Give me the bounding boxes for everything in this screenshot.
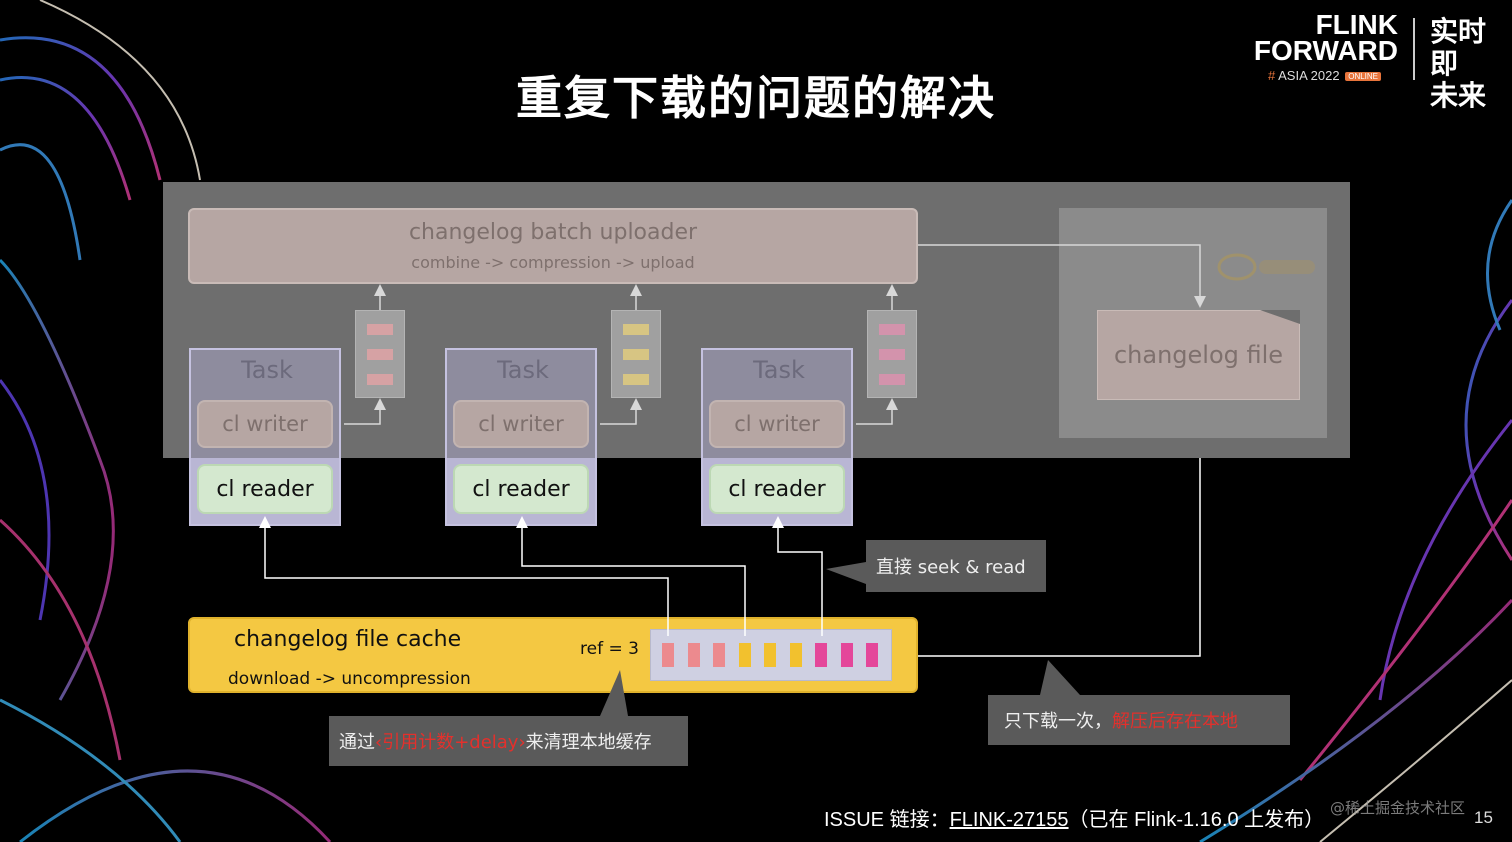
cl-writer-2: cl writer: [453, 400, 589, 448]
slide-title: 重复下载的问题的解决: [516, 71, 996, 125]
logo-cn-line2: 未来: [1430, 79, 1487, 112]
download-once-callout: 只下载一次，解压后存在本地: [988, 695, 1290, 745]
seek-callout-pointer: [826, 562, 866, 584]
callout-suffix: 来清理本地缓存: [525, 732, 652, 753]
cl-writer-1: cl writer: [197, 400, 333, 448]
cache-segment: [713, 643, 725, 667]
cache-segment: [815, 643, 827, 667]
queue-item: [879, 324, 905, 335]
ref-delay-callout: 通过‹引用计数+delay›来清理本地缓存: [329, 716, 688, 766]
uploader-subtitle: combine -> compression -> upload: [411, 253, 695, 272]
logo-chinese: 实时即 未来: [1430, 16, 1490, 112]
logo-hash: #: [1268, 68, 1276, 83]
queue-item: [623, 324, 649, 335]
watermark: @稀土掘金技术社区: [1330, 799, 1466, 817]
logo-cn-line1: 实时即: [1430, 15, 1487, 80]
queue-item: [879, 374, 905, 385]
logo-line2: FORWARD: [1253, 35, 1398, 66]
task-label: Task: [753, 356, 805, 384]
queue-item: [367, 349, 393, 360]
cl-reader-3: cl reader: [709, 464, 845, 514]
issue-footer: ISSUE 链接：FLINK-27155（已在 Flink-1.16.0 上发布…: [824, 803, 1324, 832]
changelog-batch-uploader: changelog batch uploader combine -> comp…: [188, 208, 918, 284]
queue-item: [623, 374, 649, 385]
flink-forward-logo: FLINK FORWARD: [1238, 9, 1398, 66]
logo-line1: FLINK: [1315, 9, 1398, 40]
cache-segment: [840, 643, 853, 667]
ref-callout-pointer: [600, 670, 628, 716]
logo-event-name: ASIA 2022: [1278, 68, 1340, 83]
cache-subtitle: download -> uncompression: [228, 669, 471, 689]
callout-highlight: 解压后存在本地: [1112, 711, 1238, 732]
cache-segment: [687, 643, 700, 667]
footer-prefix: ISSUE 链接：: [824, 809, 950, 831]
cl-reader-1: cl reader: [197, 464, 333, 514]
logo-divider: [1413, 18, 1415, 80]
download-callout-pointer: [1040, 660, 1080, 695]
callout-prefix: 只下载一次，: [1004, 711, 1112, 732]
cache-title: changelog file cache: [234, 627, 462, 652]
task-label: Task: [497, 356, 549, 384]
file-corner-fold: [1260, 310, 1300, 324]
footer-suffix: （已在 Flink-1.16.0 上发布）: [1068, 809, 1325, 831]
uploader-title: changelog batch uploader: [408, 220, 698, 245]
cl-writer-3: cl writer: [709, 400, 845, 448]
oss-storage-icon: [1215, 250, 1319, 284]
callout-highlight: ‹引用计数+delay›: [375, 732, 526, 753]
seek-read-callout: 直接 seek & read: [866, 540, 1046, 592]
cl-reader-2: cl reader: [453, 464, 589, 514]
cache-segment: [764, 643, 776, 667]
queue-item: [367, 324, 393, 335]
queue-item: [623, 349, 649, 360]
queue-item: [367, 374, 393, 385]
cache-segment: [662, 643, 674, 667]
queue-item: [879, 349, 905, 360]
cache-segment: [789, 643, 802, 667]
logo-online-badge: ONLINE: [1345, 72, 1382, 82]
ref-count: ref = 3: [580, 639, 639, 659]
callout-prefix: 通过: [339, 732, 375, 753]
page-number: 15: [1474, 808, 1493, 827]
cache-segment: [866, 643, 878, 667]
changelog-file: changelog file: [1097, 310, 1300, 400]
issue-link[interactable]: FLINK-27155: [949, 809, 1069, 831]
logo-event: # ASIA 2022 ONLINE: [1268, 68, 1382, 83]
cache-segment: [738, 643, 751, 667]
task-label: Task: [241, 356, 293, 384]
